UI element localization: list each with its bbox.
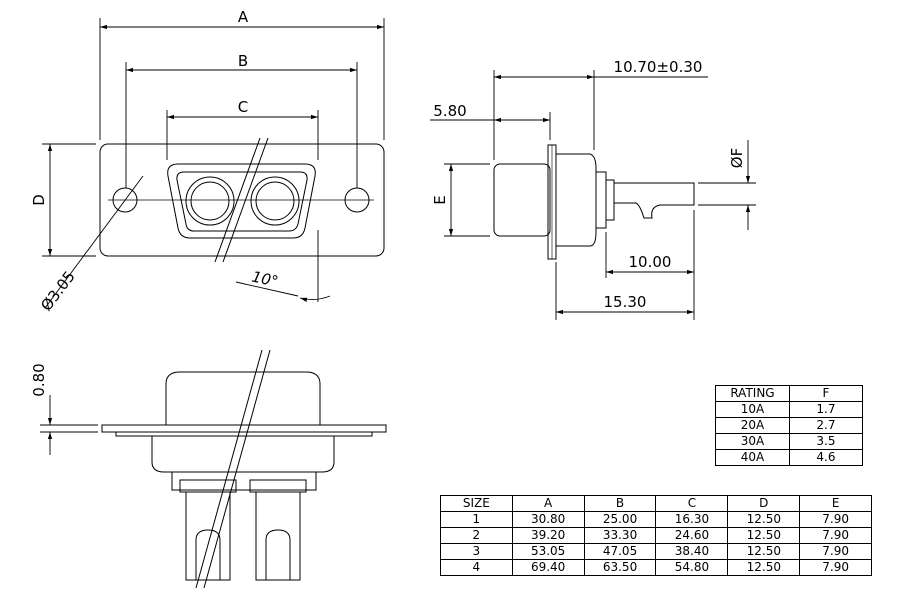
- size-header-d: D: [727, 495, 801, 512]
- table-cell: 12.50: [727, 511, 801, 528]
- table-cell: 40A: [715, 449, 790, 466]
- table-row: 2 39.20 33.30 24.60 12.50 7.90: [440, 527, 872, 544]
- table-cell: 38.40: [655, 543, 729, 560]
- cut-line-1: [214, 137, 261, 263]
- thickness-label: 0.80: [30, 363, 48, 396]
- table-row: 20A 2.7: [715, 417, 864, 434]
- d-shell-outer: [167, 163, 316, 239]
- size-table: SIZE A B C D E 1 30.80 25.00 16.30 12.50…: [440, 495, 872, 576]
- size-header-e: E: [799, 495, 872, 512]
- table-cell: 1.7: [788, 401, 864, 418]
- table-cell: 7.90: [799, 511, 872, 528]
- front-view: [99, 137, 385, 263]
- overall-flange-label: 10.70±0.30: [614, 58, 703, 76]
- dim-d-label: D: [30, 194, 48, 206]
- angle-label: 10°: [250, 268, 280, 291]
- rating-table-header: RATING F: [715, 385, 864, 402]
- bottom-dimensions: [40, 395, 98, 455]
- table-row: 30A 3.5: [715, 433, 864, 450]
- table-cell: 12.50: [727, 559, 801, 576]
- table-row: 10A 1.7: [715, 401, 864, 418]
- table-cell: 3: [440, 543, 513, 560]
- dim-e-label: E: [431, 195, 449, 204]
- table-cell: 3.5: [788, 433, 864, 450]
- front-dimension-labels: A B C D Ø3.05 10°: [30, 8, 280, 314]
- table-cell: 1: [440, 511, 513, 528]
- size-header-a: A: [511, 495, 585, 512]
- table-cell: 2: [440, 527, 513, 544]
- table-cell: 24.60: [655, 527, 729, 544]
- table-cell: 7.90: [799, 527, 872, 544]
- table-cell: 7.90: [799, 559, 872, 576]
- contact-right-outer: [250, 176, 300, 226]
- table-row: 3 53.05 47.05 38.40 12.50 7.90: [440, 543, 872, 560]
- table-cell: 7.90: [799, 543, 872, 560]
- table-cell: 69.40: [511, 559, 585, 576]
- table-cell: 54.80: [655, 559, 729, 576]
- side-dimensions: [430, 70, 756, 320]
- table-cell: 10A: [715, 401, 790, 418]
- side-dimension-labels: 10.70±0.30 5.80 E ØF 10.00 15.30: [431, 58, 746, 311]
- table-cell: 4.6: [788, 449, 864, 466]
- rating-header-rating: RATING: [715, 385, 790, 402]
- hole-diameter-label: Ø3.05: [37, 268, 79, 315]
- size-header-size: SIZE: [440, 495, 513, 512]
- table-cell: 4: [440, 559, 513, 576]
- table-cell: 30.80: [511, 511, 585, 528]
- dim-c-label: C: [238, 98, 248, 116]
- contact-left-inner: [190, 181, 230, 221]
- flange-offset-label: 5.80: [433, 102, 466, 120]
- bottom-view: [101, 349, 387, 589]
- table-cell: 20A: [715, 417, 790, 434]
- size-header-c: C: [655, 495, 729, 512]
- dim-a-label: A: [238, 8, 249, 26]
- table-cell: 53.05: [511, 543, 585, 560]
- table-cell: 33.30: [583, 527, 657, 544]
- contact-left-outer: [185, 176, 235, 226]
- side-view: [493, 144, 695, 260]
- table-row: 1 30.80 25.00 16.30 12.50 7.90: [440, 511, 872, 528]
- table-cell: 16.30: [655, 511, 729, 528]
- size-header-b: B: [583, 495, 657, 512]
- table-row: 40A 4.6: [715, 449, 864, 466]
- total-length-label: 15.30: [604, 293, 647, 311]
- table-cell: 2.7: [788, 417, 864, 434]
- front-dimensions: [42, 18, 385, 309]
- flange-plate: [99, 143, 385, 257]
- size-table-header: SIZE A B C D E: [440, 495, 872, 512]
- dim-f-label: ØF: [728, 148, 746, 168]
- cut-line-2: [222, 137, 269, 263]
- d-shell-inner: [176, 171, 308, 232]
- pin-length-label: 10.00: [629, 253, 672, 271]
- table-cell: 25.00: [583, 511, 657, 528]
- contact-right-inner: [255, 181, 295, 221]
- rating-table: RATING F 10A 1.7 20A 2.7 30A 3.5 40A 4.6: [715, 385, 864, 466]
- table-cell: 47.05: [583, 543, 657, 560]
- table-cell: 12.50: [727, 527, 801, 544]
- table-cell: 12.50: [727, 543, 801, 560]
- table-cell: 39.20: [511, 527, 585, 544]
- table-cell: 63.50: [583, 559, 657, 576]
- table-row: 4 69.40 63.50 54.80 12.50 7.90: [440, 559, 872, 576]
- dim-b-label: B: [238, 52, 248, 70]
- rating-header-f: F: [788, 385, 864, 402]
- table-cell: 30A: [715, 433, 790, 450]
